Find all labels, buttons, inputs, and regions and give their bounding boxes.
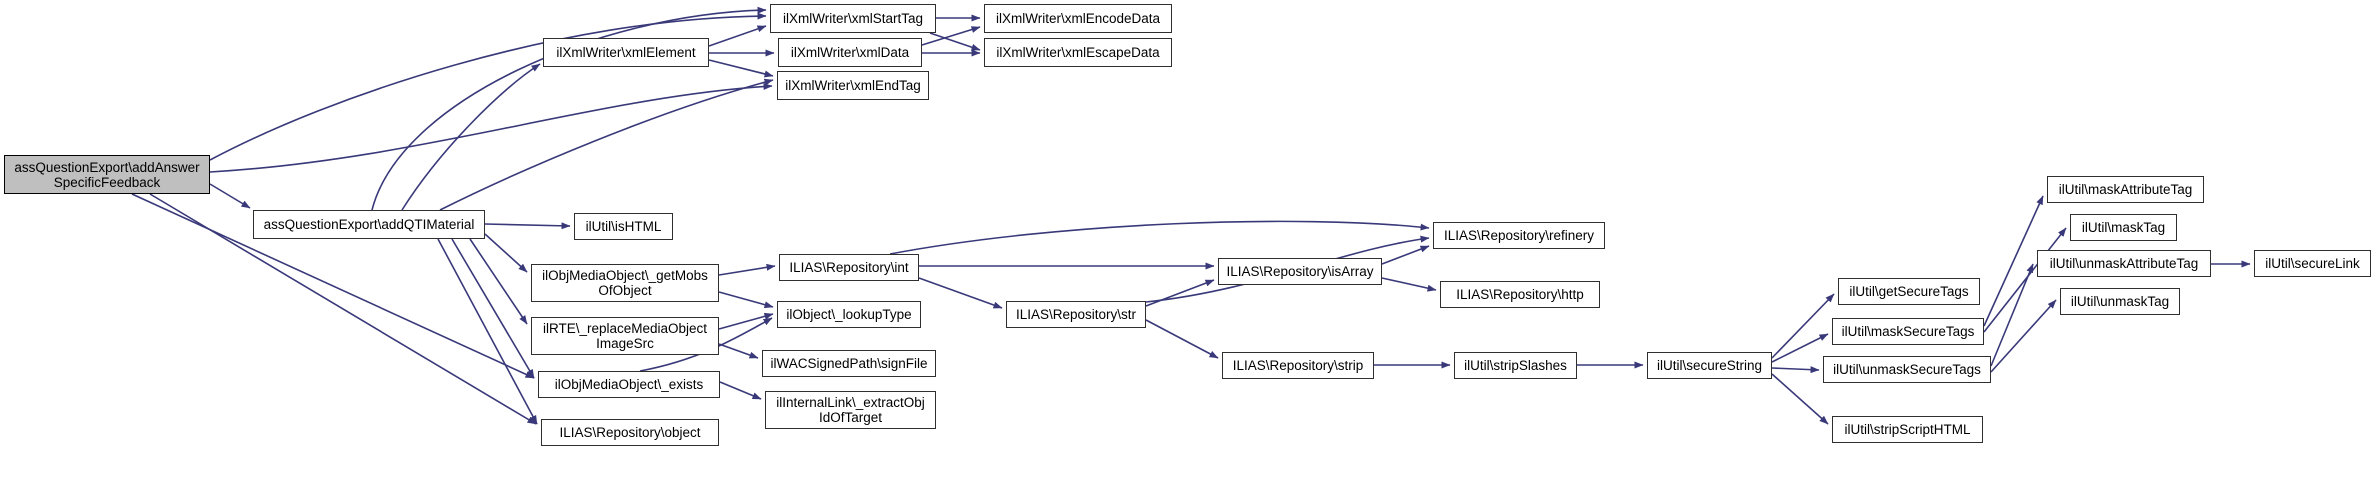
graph-node-xmlEndTag[interactable]: ilXmlWriter\xmlEndTag: [777, 71, 929, 100]
edge-root-to-addQTIMaterial: [209, 183, 251, 209]
graph-node-xmlData[interactable]: ilXmlWriter\xmlData: [778, 38, 922, 67]
edge-unmaskSecureTags-to-unmaskAttributeTag: [1990, 263, 2034, 367]
graph-node-lookupType[interactable]: ilObject\_lookupType: [777, 301, 921, 328]
edge-addQTIMaterial-to-replaceImageSrc: [469, 238, 528, 325]
graph-node-getMobsOfObject[interactable]: ilObjMediaObject\_getMobs OfObject: [531, 264, 719, 302]
edge-unmaskSecureTags-to-unmaskTag: [1990, 299, 2057, 373]
graph-node-repoStrip[interactable]: ILIAS\Repository\strip: [1222, 352, 1374, 379]
graph-node-addQTIMaterial[interactable]: assQuestionExport\addQTIMaterial: [253, 210, 485, 239]
edge-repoInt-to-repoStr: [918, 277, 1003, 309]
graph-node-replaceImageSrc[interactable]: ilRTE\_replaceMediaObject ImageSrc: [531, 317, 719, 355]
edge-repoIsArray-to-repoRefinery: [1381, 245, 1430, 265]
edge-mobExists-to-extractObjId: [719, 381, 762, 400]
graph-node-repoObject[interactable]: ILIAS\Repository\object: [541, 419, 719, 446]
graph-node-repoIsArray[interactable]: ILIAS\Repository\isArray: [1218, 258, 1382, 285]
graph-node-secureString[interactable]: ilUtil\secureString: [1647, 352, 1772, 379]
graph-node-isHTML[interactable]: ilUtil\isHTML: [574, 213, 673, 240]
graph-node-mobExists[interactable]: ilObjMediaObject\_exists: [538, 371, 720, 398]
edge-xmlElement-to-xmlEndTag: [708, 59, 774, 78]
edge-addQTIMaterial-to-xmlStartTag: [371, 6, 767, 211]
edge-repoInt-to-repoRefinery: [889, 220, 1430, 255]
graph-node-xmlEscapeData[interactable]: ilXmlWriter\xmlEscapeData: [984, 38, 1172, 67]
edge-repoIsArray-to-repoHttp: [1381, 277, 1437, 292]
edge-secureString-to-stripScriptHTML: [1771, 373, 1829, 425]
graph-node-repoInt[interactable]: ILIAS\Repository\int: [779, 254, 919, 281]
edge-getMobsOfObject-to-repoInt: [718, 263, 776, 276]
graph-node-unmaskTag[interactable]: ilUtil\unmaskTag: [2060, 288, 2180, 315]
graph-node-repoStr[interactable]: ILIAS\Repository\str: [1006, 301, 1146, 328]
graph-node-maskSecureTags[interactable]: ilUtil\maskSecureTags: [1832, 318, 1984, 345]
edge-repoStr-to-repoStrip: [1145, 319, 1219, 359]
graph-node-stripSlashes[interactable]: ilUtil\stripSlashes: [1454, 352, 1577, 379]
edge-repoStr-to-repoIsArray: [1145, 279, 1215, 307]
edge-xmlElement-to-xmlStartTag: [708, 25, 767, 47]
graph-node-stripScriptHTML[interactable]: ilUtil\stripScriptHTML: [1832, 416, 1983, 443]
graph-node-getSecureTags[interactable]: ilUtil\getSecureTags: [1838, 278, 1980, 305]
edge-addQTIMaterial-to-xmlElement: [401, 63, 541, 211]
graph-node-extractObjId[interactable]: ilInternalLink\_extractObj IdOfTarget: [765, 391, 936, 429]
edge-replaceImageSrc-to-lookupType: [718, 312, 774, 330]
edge-addQTIMaterial-to-getMobsOfObject: [484, 233, 528, 273]
graph-node-signFile[interactable]: ilWACSignedPath\signFile: [762, 350, 936, 377]
edge-addQTIMaterial-to-repoObject: [437, 238, 538, 425]
edge-maskSecureTags-to-maskAttributeTag: [1983, 195, 2044, 327]
edge-addQTIMaterial-to-mobExists: [451, 238, 535, 379]
graph-node-maskAttributeTag[interactable]: ilUtil\maskAttributeTag: [2047, 176, 2204, 203]
graph-node-repoRefinery[interactable]: ILIAS\Repository\refinery: [1433, 222, 1605, 249]
edge-xmlData-to-xmlEncodeData: [921, 26, 981, 46]
edge-maskSecureTags-to-maskTag: [1983, 227, 2067, 333]
graph-node-unmaskSecureTags[interactable]: ilUtil\unmaskSecureTags: [1823, 356, 1991, 383]
edge-xmlStartTag-to-xmlEscapeData: [929, 32, 981, 51]
graph-node-unmaskAttributeTag[interactable]: ilUtil\unmaskAttributeTag: [2037, 250, 2211, 277]
edge-addQTIMaterial-to-isHTML: [484, 222, 571, 230]
edge-replaceImageSrc-to-signFile: [718, 343, 759, 359]
graph-node-maskTag[interactable]: ilUtil\maskTag: [2070, 214, 2177, 241]
edge-secureString-to-maskSecureTags: [1771, 333, 1829, 363]
edge-secureString-to-unmaskSecureTags: [1771, 366, 1820, 374]
edge-root-to-xmlStartTag: [209, 12, 767, 161]
edge-root-to-xmlEndTag: [209, 83, 773, 173]
edge-getMobsOfObject-to-lookupType: [718, 291, 774, 309]
edge-root-to-mobExists: [131, 193, 535, 379]
edge-addQTIMaterial-to-xmlEndTag: [439, 78, 774, 211]
graph-node-repoHttp[interactable]: ILIAS\Repository\http: [1440, 281, 1600, 308]
graph-node-xmlStartTag[interactable]: ilXmlWriter\xmlStartTag: [770, 4, 936, 33]
edge-secureString-to-getSecureTags: [1771, 293, 1835, 359]
graph-node-xmlElement[interactable]: ilXmlWriter\xmlElement: [543, 38, 709, 67]
graph-node-xmlEncodeData[interactable]: ilXmlWriter\xmlEncodeData: [984, 4, 1172, 33]
graph-node-root[interactable]: assQuestionExport\addAnswer SpecificFeed…: [4, 155, 210, 194]
graph-node-secureLink[interactable]: ilUtil\secureLink: [2254, 250, 2371, 277]
